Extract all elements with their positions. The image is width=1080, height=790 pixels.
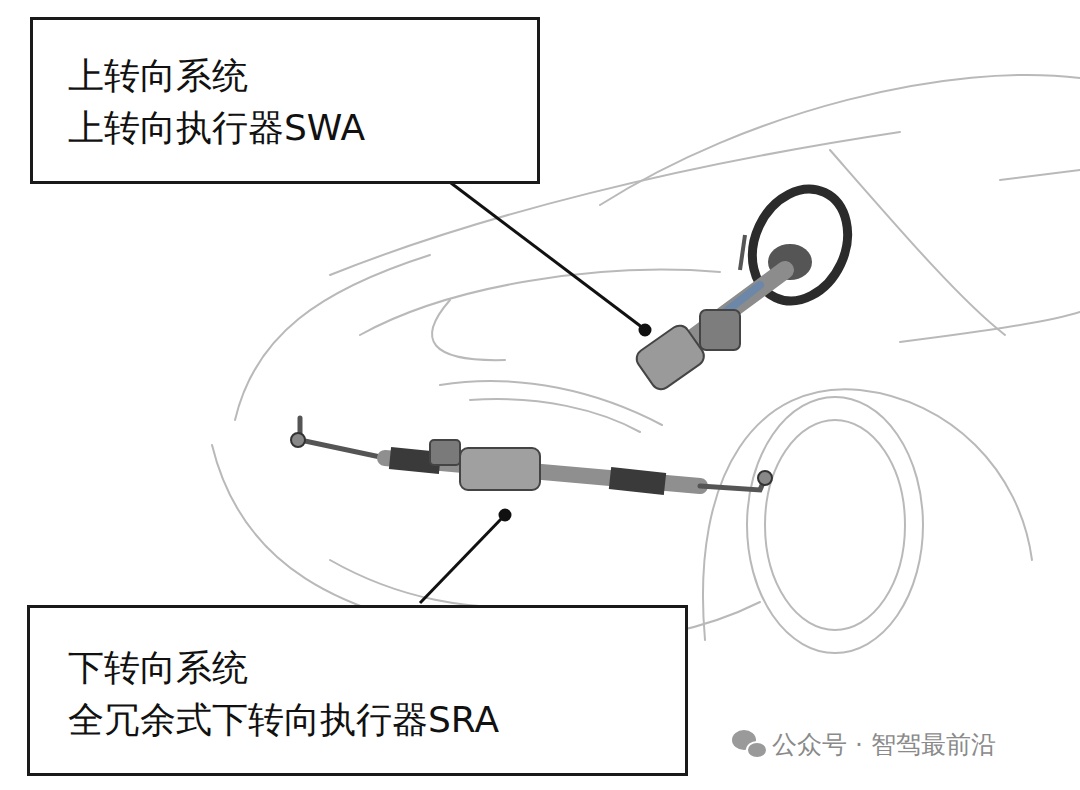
car-outline (703, 389, 1032, 640)
callout-box: 上转向系统上转向执行器SWA (30, 17, 540, 184)
watermark: 公众号 · 智驾最前沿 (772, 730, 996, 760)
upper-steering-actuator (740, 235, 745, 270)
lower-steering-rack (430, 440, 460, 465)
actuator-name: 上转向执行器SWA (68, 102, 365, 154)
lower-steering-rack (610, 478, 665, 484)
leader-line (640, 325, 650, 335)
lower-steering-rack (291, 418, 772, 490)
car-outline (1000, 170, 1080, 180)
car-outline (765, 420, 905, 630)
car-outline (235, 255, 430, 420)
car-outline (747, 397, 923, 653)
leader-line (420, 517, 503, 603)
lower-steering-rack (460, 448, 540, 490)
actuator-name: 全冗余式下转向执行器SRA (68, 694, 499, 746)
leader-line (500, 510, 510, 520)
leader-line (420, 180, 650, 603)
upper-steering-actuator (633, 322, 708, 393)
lower-steering-rack (700, 478, 765, 490)
lower-steering-rack (300, 418, 385, 458)
callout-box: 下转向系统全冗余式下转向执行器SRA (27, 605, 688, 776)
car-outline (830, 150, 1005, 335)
upper-steering-actuator (700, 310, 740, 350)
system-title: 上转向系统 (68, 50, 248, 102)
car-outline (900, 312, 1080, 342)
car-outline (600, 75, 1080, 205)
car-outline (432, 300, 505, 360)
car-outline (470, 399, 640, 432)
lower-steering-rack (758, 471, 772, 485)
system-title: 下转向系统 (68, 642, 248, 694)
car-outline (360, 270, 720, 335)
lower-steering-rack (291, 433, 305, 447)
leader-line (447, 180, 643, 328)
car-outline (330, 560, 540, 608)
upper-steering-actuator (633, 173, 865, 393)
wechat-icon (732, 730, 767, 758)
wechat-icon (747, 742, 767, 758)
